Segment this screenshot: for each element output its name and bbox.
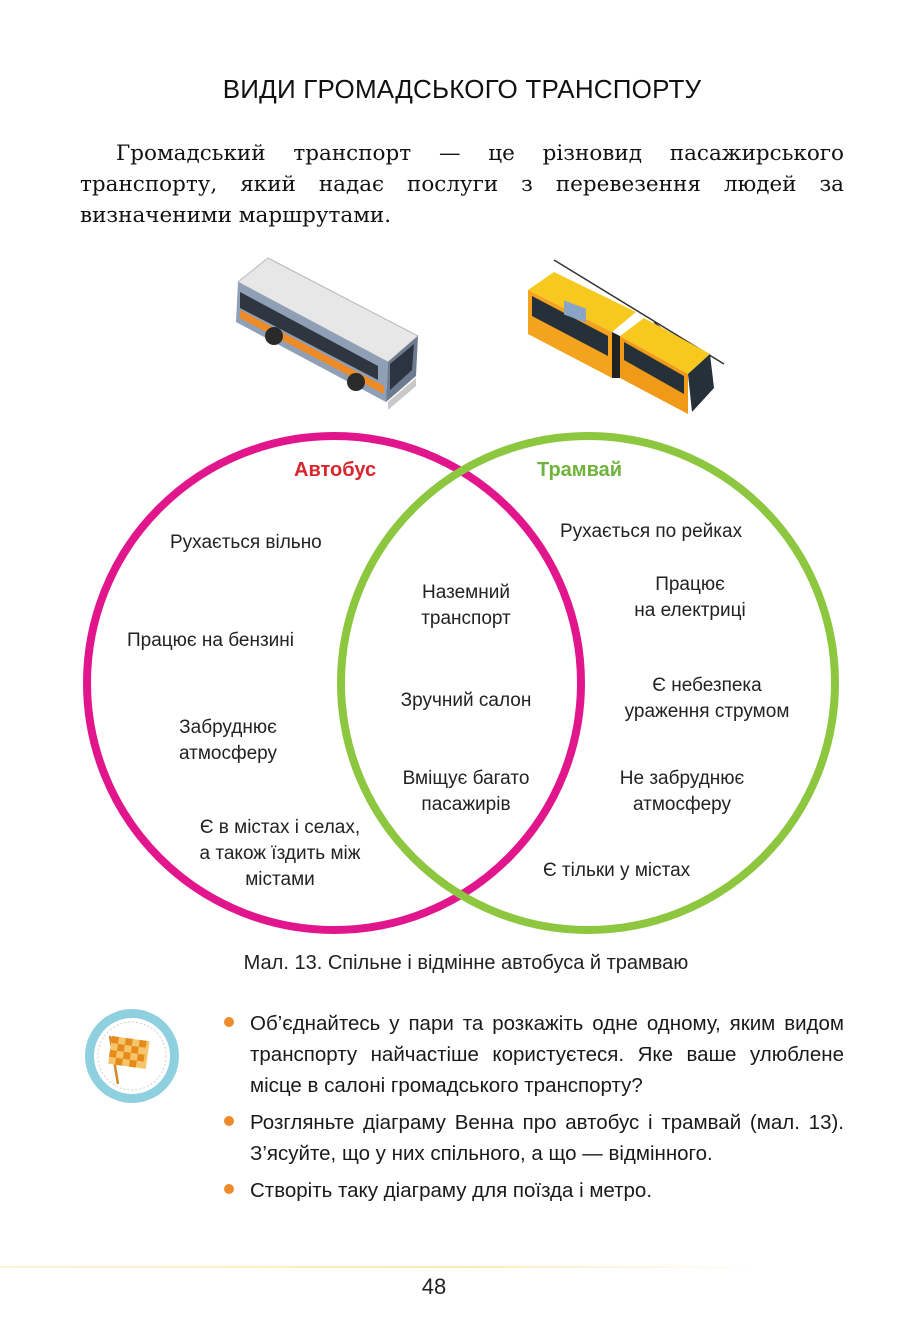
venn-bus-item: Працює на бензині xyxy=(127,630,295,651)
venn-circle-tram xyxy=(337,432,839,934)
footer-divider xyxy=(0,1266,760,1268)
bullet-icon xyxy=(224,1017,234,1027)
venn-bus-item: Рухається вільно xyxy=(170,532,322,553)
task-item: Створіть таку діаграму для поїзда і метр… xyxy=(224,1175,844,1206)
page-title: ВИДИ ГРОМАДСЬКОГО ТРАНСПОРТУ xyxy=(222,74,702,104)
venn-tram-item: Є небезпека ураження струмом xyxy=(624,675,790,722)
venn-tram-item: Працює на електриці xyxy=(634,574,746,621)
venn-circle-bus xyxy=(83,432,585,934)
venn-label-tram: Трамвай xyxy=(537,459,623,481)
venn-bus-item: Забруднює атмосферу xyxy=(178,717,278,764)
venn-common-item: Зручний салон xyxy=(400,690,532,711)
task-item: Розгляньте діаграму Венна про автобус і … xyxy=(224,1107,844,1169)
venn-tram-item: Рухається по рейках xyxy=(560,521,743,542)
tram-icon xyxy=(528,259,725,414)
task-item: Об’єднайтесь у пари та розкажіть одне од… xyxy=(224,1008,844,1101)
figure-caption: Мал. 13. Спільне і відмінне автобуса й т… xyxy=(243,952,689,974)
venn-bus-item: Є в містах і селах, а також їздить між м… xyxy=(199,817,361,890)
bullet-icon xyxy=(224,1184,234,1194)
page-number: 48 xyxy=(421,1274,447,1299)
intro-paragraph: Громадський транспорт — це різновид паса… xyxy=(80,141,844,228)
venn-tram-item: Є тільки у містах xyxy=(543,860,691,881)
bullet-icon xyxy=(224,1116,234,1126)
checkered-flag-icon xyxy=(85,1009,179,1103)
bus-icon xyxy=(236,257,419,410)
venn-common-item: Вміщує багато пасажирів xyxy=(402,768,530,815)
venn-label-bus: Автобус xyxy=(294,459,377,481)
venn-tram-item: Не забруднює атмосферу xyxy=(619,768,745,815)
venn-common-item: Наземний транспорт xyxy=(421,582,511,629)
task-list: Об’єднайтесь у пари та розкажіть одне од… xyxy=(224,1008,844,1212)
